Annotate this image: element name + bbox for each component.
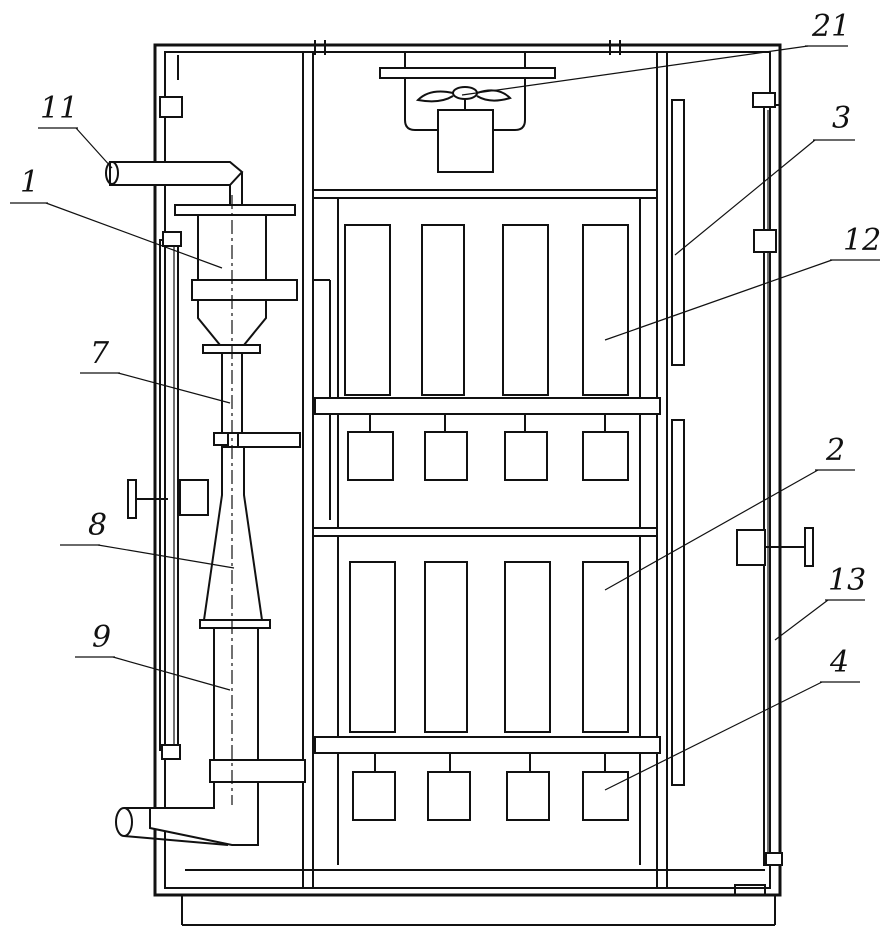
lower-rack [314,561,661,821]
label-13: 13 [828,563,866,598]
label-8: 8 [88,508,107,543]
right-door-panel [752,92,783,866]
label-9: 9 [92,620,111,655]
leader-lines [10,45,880,791]
left-door-panel [159,55,183,760]
fan-assembly [379,51,556,173]
label-21: 21 [811,9,850,44]
right-handle [736,527,814,567]
right-duct [671,99,685,786]
ejector-column [105,161,306,846]
label-11: 11 [40,91,78,126]
reference-labels: 21 3 12 2 13 4 11 1 7 8 9 [20,9,881,680]
label-4: 4 [829,645,849,680]
label-12: 12 [843,223,881,258]
label-7: 7 [90,336,110,371]
label-2: 2 [825,433,845,468]
label-3: 3 [832,101,851,136]
left-handle [127,479,209,519]
label-1: 1 [20,165,39,200]
upper-rack [314,224,661,481]
